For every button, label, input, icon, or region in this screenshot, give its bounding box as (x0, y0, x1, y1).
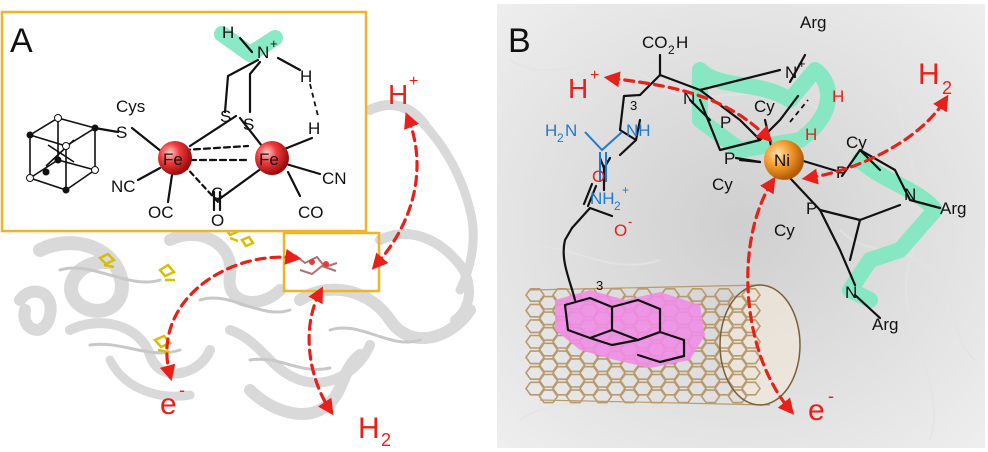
h2-release-arrow-a (307, 286, 334, 416)
ni-atom (764, 140, 804, 180)
svg-text:CO: CO (642, 33, 668, 52)
bridge-c: C (211, 184, 223, 203)
n-amine: N (257, 43, 269, 62)
p-left-label: P (724, 149, 735, 168)
bridge-o: O (211, 211, 224, 230)
h-hydride: H (308, 119, 320, 138)
electron-transfer-arrow-a (159, 248, 302, 382)
svg-text:e: e (808, 394, 825, 427)
arg-right-label: Arg (940, 199, 966, 218)
oc-ligand: OC (148, 203, 174, 222)
e-minus-label-a: e - (160, 380, 185, 421)
fe-atom-proximal (158, 141, 192, 175)
methylene-subscript-bottom: 3 (596, 278, 603, 293)
proton-transfer-arrow-a (371, 112, 420, 270)
svg-text:NH: NH (590, 189, 615, 208)
n-right-label: N (904, 185, 916, 204)
cy-left-label: Cy (712, 175, 733, 194)
svg-text:2: 2 (668, 43, 675, 57)
panel-a-label: A (10, 22, 33, 60)
pyrene-anchor (555, 182, 705, 368)
svg-text:-: - (828, 386, 834, 406)
svg-text:e: e (160, 388, 177, 421)
cys-label: Cys (116, 97, 145, 116)
panel-b: B (497, 4, 985, 448)
svg-text:-: - (179, 380, 185, 400)
svg-text:2: 2 (942, 78, 952, 98)
svg-text:2: 2 (557, 131, 564, 145)
p-top-label: P (720, 113, 731, 132)
electron-transfer-arrow-b (746, 176, 795, 415)
n-top-label: N (785, 63, 797, 82)
e-minus-label-b: e - (808, 386, 834, 427)
arg-top-label: Arg (800, 13, 826, 32)
ni-label: Ni (774, 151, 790, 170)
cubane-cluster (26, 114, 120, 194)
fe-distal-label: Fe (259, 150, 279, 169)
panel-a: A (0, 10, 478, 450)
nc-ligand: NC (111, 177, 136, 196)
svg-text:H: H (545, 121, 557, 140)
s-bridge-2: S (243, 115, 254, 134)
cy-right-top-label: Cy (846, 133, 867, 152)
n-amine-charge: + (270, 36, 278, 51)
fe-atom-distal (255, 141, 289, 175)
p-bottom-label: P (806, 199, 817, 218)
h-plus-label-a: H + (388, 73, 418, 110)
panel-b-label: B (508, 22, 531, 60)
guanidinium-nh: NH (626, 121, 651, 140)
s-bridge-1: S (220, 107, 231, 126)
h-amine: H (300, 67, 312, 86)
svg-text:N: N (565, 121, 577, 140)
n-bottom-label: N (845, 283, 857, 302)
svg-text:H: H (358, 412, 380, 445)
proton-relay-arrow-b (603, 71, 773, 143)
s-cys-label: S (116, 123, 127, 142)
svg-text:2: 2 (614, 199, 621, 213)
co-ligand: CO (298, 203, 324, 222)
o-minus-label: O - (614, 214, 632, 240)
cy-top-label: Cy (754, 97, 775, 116)
svg-text:-: - (628, 214, 632, 229)
guanidinium-h2n: H 2 N (545, 121, 577, 145)
h-amine-top: H (222, 23, 234, 42)
cn-ligand: CN (322, 169, 347, 188)
h2-label-a: H 2 (358, 412, 391, 450)
o-ester-label: O (592, 167, 605, 186)
svg-text:2: 2 (381, 430, 391, 450)
active-site-box (282, 231, 381, 293)
co2h-label: CO 2 H (642, 33, 688, 57)
h-red-1: H (832, 87, 844, 106)
svg-text:H: H (568, 73, 588, 104)
h2-label-b: H 2 (918, 58, 952, 98)
svg-text:+: + (590, 67, 599, 84)
svg-text:H: H (918, 58, 940, 91)
arg-bottom-label: Arg (872, 315, 898, 334)
h2-release-arrow-b (801, 94, 949, 185)
svg-text:+: + (409, 73, 418, 90)
guanidinium-nh2: NH 2 + (590, 183, 629, 213)
structure-frame (0, 10, 368, 233)
svg-text:H: H (676, 33, 688, 52)
azadithiolate-highlight (214, 26, 283, 62)
h-cluster-bonds (130, 36, 322, 212)
svg-text:O: O (614, 221, 627, 240)
fe-proximal-label: Fe (163, 150, 183, 169)
h-plus-label-b: H + (568, 67, 599, 104)
svg-text:H: H (388, 79, 408, 110)
methylene-subscript-top: 3 (630, 98, 637, 113)
n-top-charge: + (798, 56, 806, 71)
h-red-2: H (805, 125, 817, 144)
cy-bottom-label: Cy (774, 221, 795, 240)
svg-text:+: + (622, 183, 629, 197)
